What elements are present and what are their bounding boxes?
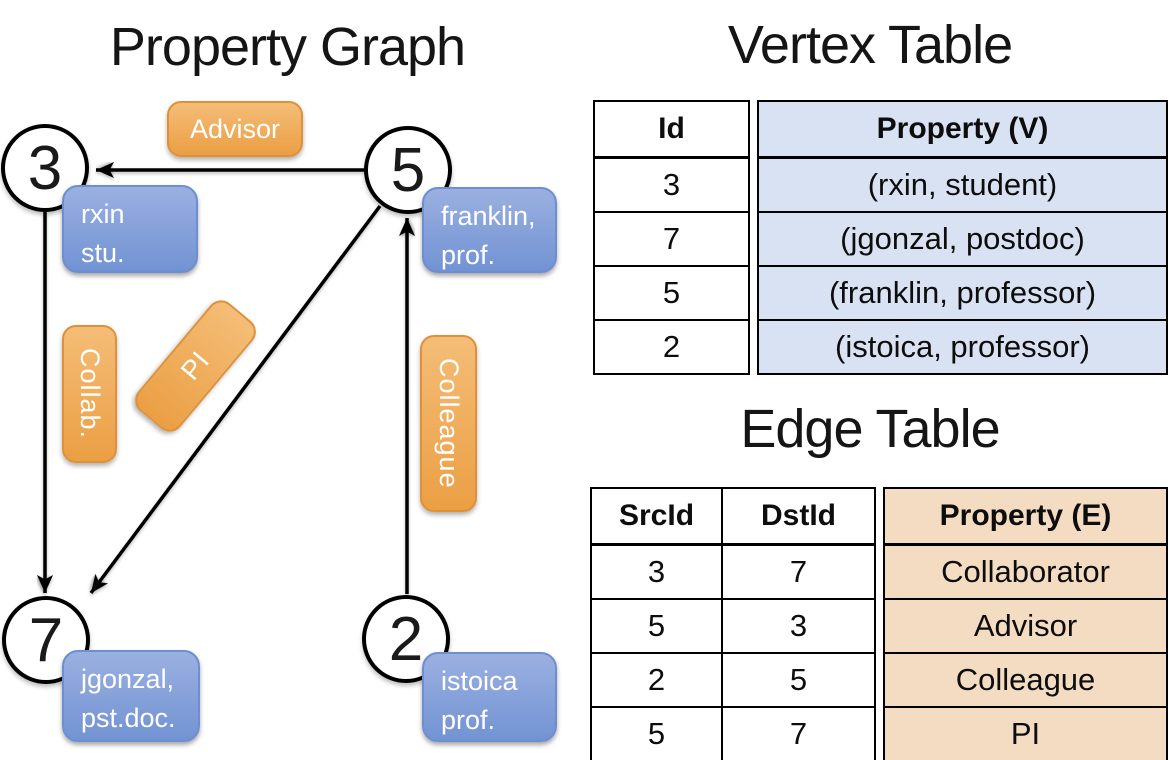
edge-table-property-header: Property (E) — [883, 487, 1168, 546]
vertex-property-cell: (jgonzal, postdoc) — [757, 211, 1168, 267]
vertex-property-line: prof. — [441, 705, 496, 736]
edge-label-text: Collab. — [75, 348, 105, 440]
vertex-property-line: pst.doc. — [81, 703, 176, 734]
node-id: 5 — [390, 135, 426, 205]
edge-property-cell: PI — [883, 706, 1168, 760]
vertex-id-cell: 7 — [593, 211, 750, 267]
node-id: 3 — [27, 133, 63, 203]
edge-property-cell: Colleague — [883, 652, 1168, 708]
graph-node-2: 2 — [362, 595, 450, 683]
edge-src-cell: 2 — [590, 652, 723, 708]
graph-node-5: 5 — [364, 126, 452, 214]
edge-label-text: PI — [174, 345, 216, 386]
edge-table-title: Edge Table — [740, 399, 1000, 459]
vertex-property-line: rxin — [81, 199, 125, 229]
node-id: 2 — [388, 604, 424, 674]
edge-dst-cell: 7 — [721, 706, 876, 760]
vertex-property-cell: (franklin, professor) — [757, 265, 1168, 321]
vertex-table-property-header: Property (V) — [757, 100, 1168, 159]
vertex-property-box-franklin: franklin, prof. — [422, 187, 557, 273]
edge-table-dstid-header: DstId — [721, 487, 876, 546]
edge-label-text: Colleague — [434, 358, 464, 489]
node-id: 7 — [28, 605, 64, 675]
edge-property-cell: Collaborator — [883, 543, 1168, 600]
vertex-table-title: Vertex Table — [727, 15, 1013, 75]
vertex-property-line: jgonzal, — [81, 664, 175, 694]
vertex-property-line: franklin, — [441, 201, 536, 231]
vertex-property-line: prof. — [441, 240, 496, 271]
edge-src-cell: 5 — [590, 598, 723, 654]
vertex-property-box-jgonzal: jgonzal, pst.doc. — [62, 650, 200, 742]
vertex-property-cell: (rxin, student) — [757, 156, 1168, 213]
vertex-id-cell: 5 — [593, 265, 750, 321]
edge-table-srcid-header: SrcId — [590, 487, 723, 546]
vertex-id-cell: 3 — [593, 156, 750, 213]
edge-table-property-column: Property (E) Collaborator Advisor Collea… — [883, 487, 1168, 760]
vertex-property-box-istoica: istoica prof. — [422, 652, 557, 742]
vertex-table-property-column: Property (V) (rxin, student) (jgonzal, p… — [757, 100, 1168, 375]
vertex-property-box-rxin: rxin stu. — [62, 185, 198, 273]
edge-dst-cell: 5 — [721, 652, 876, 708]
edge-label-colleague: Colleague — [420, 335, 477, 512]
vertex-property-cell: (istoica, professor) — [757, 319, 1168, 375]
edge-label-advisor: Advisor — [167, 101, 303, 157]
edge-label-text: Advisor — [189, 113, 281, 144]
edge-label-collab: Collab. — [62, 325, 117, 463]
edge-src-cell: 5 — [590, 706, 723, 760]
edge-src-cell: 3 — [590, 543, 723, 600]
vertex-table-id-header: Id — [593, 100, 750, 159]
edge-arrow-5-to-7 — [89, 204, 382, 595]
edge-property-cell: Advisor — [883, 598, 1168, 654]
edge-dst-cell: 3 — [721, 598, 876, 654]
vertex-property-line: stu. — [81, 238, 125, 269]
vertex-table-id-column: Id 3 7 5 2 — [593, 100, 750, 375]
edge-dst-cell: 7 — [721, 543, 876, 600]
vertex-id-cell: 2 — [593, 319, 750, 375]
vertex-property-line: istoica — [441, 666, 518, 696]
property-graph-title: Property Graph — [109, 17, 466, 77]
edge-table-id-columns: SrcId DstId 3 7 5 3 2 5 5 7 — [590, 487, 876, 760]
